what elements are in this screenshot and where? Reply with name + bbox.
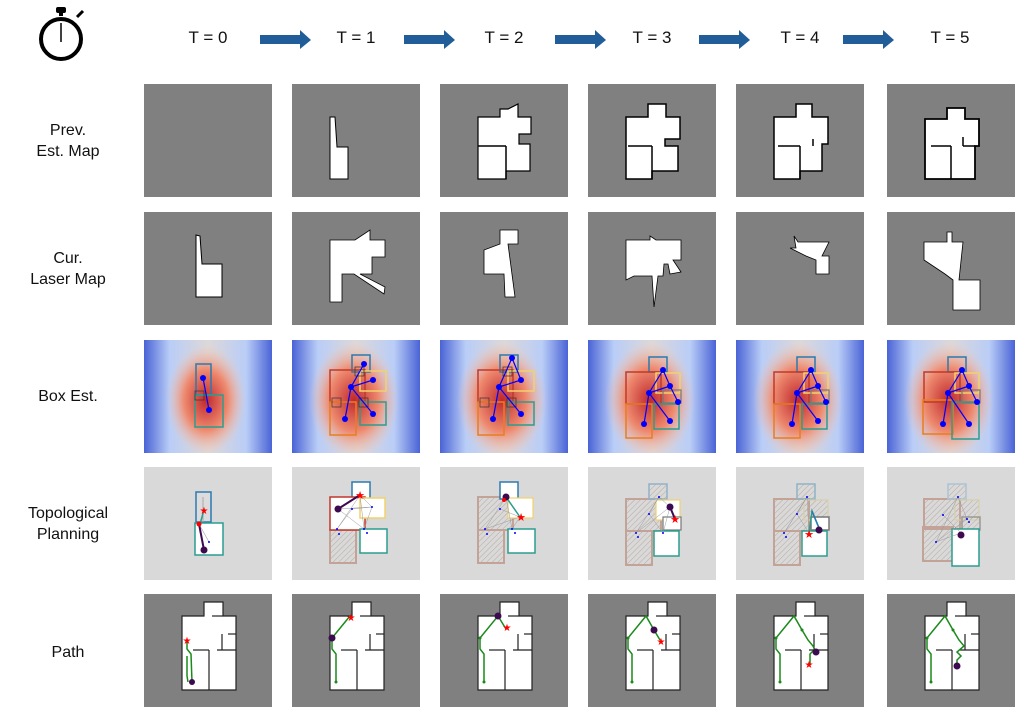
row-label-path: Path — [0, 642, 136, 663]
row-label-line: Topological — [27, 505, 109, 522]
cur-laser-map-t4 — [736, 212, 864, 325]
svg-text:★: ★ — [805, 660, 814, 671]
box-est-t4 — [736, 340, 864, 453]
path-t1: ★ — [292, 594, 420, 707]
row-label-box-est: Box Est. — [0, 386, 136, 407]
time-step-3: T = 3 — [632, 28, 672, 47]
row-label-cur-laser-map: Cur. Laser Map — [0, 248, 136, 290]
arrow-right-icon — [555, 30, 607, 55]
row-label-line: Box Est. — [38, 388, 98, 405]
cur-laser-map-t5 — [887, 212, 1015, 325]
row-label-line: Path — [51, 644, 85, 661]
topological-planning-t3: ★ — [588, 467, 716, 580]
box-est-t1 — [292, 340, 420, 453]
row-label-line: Planning — [36, 526, 100, 543]
svg-text:★: ★ — [670, 513, 680, 526]
box-est-t2 — [440, 340, 568, 453]
arrow-right-icon — [260, 30, 312, 55]
time-step-2: T = 2 — [484, 28, 524, 47]
topological-planning-t5 — [887, 467, 1015, 580]
box-est-t3 — [588, 340, 716, 453]
time-step-0: T = 0 — [188, 28, 228, 47]
stopwatch-icon — [36, 6, 90, 69]
prev-est-map-t5 — [887, 84, 1015, 197]
cur-laser-map-t3 — [588, 212, 716, 325]
svg-text:★: ★ — [503, 623, 512, 634]
svg-text:★: ★ — [516, 511, 526, 524]
row-label-topological-planning: Topological Planning — [0, 503, 136, 545]
path-t5 — [887, 594, 1015, 707]
svg-text:★: ★ — [200, 506, 209, 517]
row-label-line: Est. Map — [36, 143, 100, 160]
row-label-line: Prev. — [49, 122, 87, 139]
svg-text:★: ★ — [804, 528, 814, 541]
prev-est-map-t0 — [144, 84, 272, 197]
prev-est-map-t1 — [292, 84, 420, 197]
cur-laser-map-t1 — [292, 212, 420, 325]
arrow-right-icon — [699, 30, 751, 55]
path-t0: ★ — [144, 594, 272, 707]
cur-laser-map-t0 — [144, 212, 272, 325]
svg-text:★: ★ — [183, 636, 192, 647]
topological-planning-t0: ★ — [144, 467, 272, 580]
prev-est-map-t2 — [440, 84, 568, 197]
time-step-1: T = 1 — [336, 28, 376, 47]
topological-planning-t4: ★ — [736, 467, 864, 580]
box-est-t5 — [887, 340, 1015, 453]
time-step-4: T = 4 — [780, 28, 820, 47]
cur-laser-map-t2 — [440, 212, 568, 325]
path-t3: ★ — [588, 594, 716, 707]
box-est-t0 — [144, 340, 272, 453]
prev-est-map-t4 — [736, 84, 864, 197]
svg-text:★: ★ — [657, 637, 666, 648]
topological-planning-t1: ★ — [292, 467, 420, 580]
row-label-line: Laser Map — [30, 271, 106, 288]
arrow-right-icon — [404, 30, 456, 55]
path-t2: ★ — [440, 594, 568, 707]
svg-text:★: ★ — [347, 613, 356, 624]
time-step-5: T = 5 — [930, 28, 970, 47]
prev-est-map-t3 — [588, 84, 716, 197]
row-label-prev-est-map: Prev. Est. Map — [0, 120, 136, 162]
topological-planning-t2: ★ — [440, 467, 568, 580]
arrow-right-icon — [843, 30, 895, 55]
row-label-line: Cur. — [53, 250, 83, 267]
path-t4: ★ — [736, 594, 864, 707]
svg-text:★: ★ — [355, 489, 365, 502]
